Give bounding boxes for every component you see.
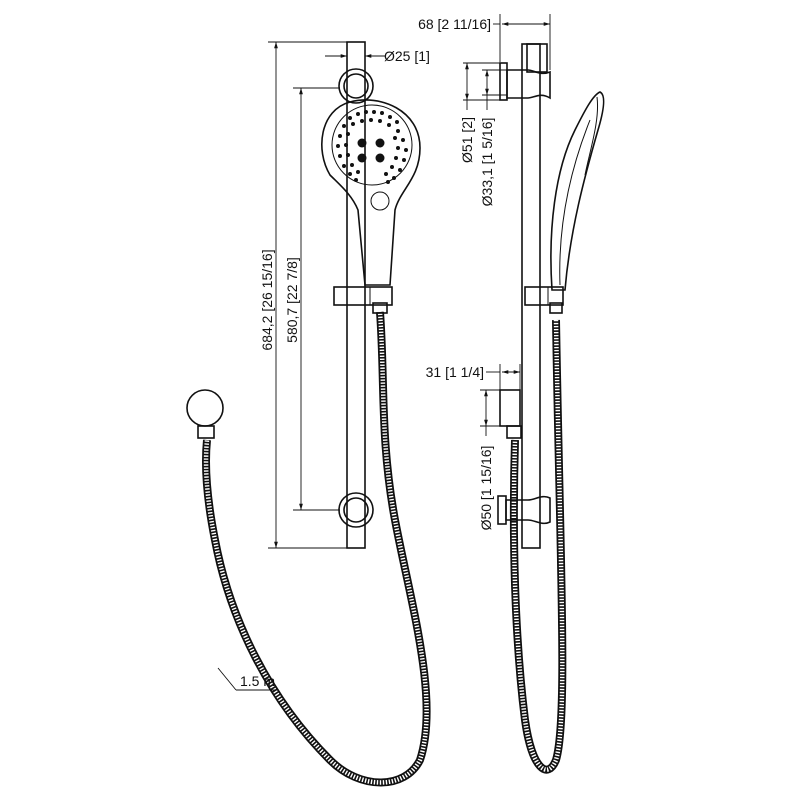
handshower-side <box>550 91 605 291</box>
bracket-spacing-label: 580,7 [22 7/8] <box>284 257 300 343</box>
bracket-diameter-label: Ø51 [2] <box>459 117 475 163</box>
bottom-bracket-front <box>338 492 374 528</box>
wall-outlet-side <box>499 389 522 439</box>
bottom-bracket-side <box>497 495 551 525</box>
wall-outlet-front <box>186 389 224 439</box>
side-view: 68 [2 11/16] Ø51 [2] Ø33,1 [1 5/16] 31 [… <box>418 14 605 774</box>
dimensions-side <box>463 14 551 436</box>
hose-length-label: 1.5 m <box>240 673 275 689</box>
outlet-projection-label: 31 [1 1/4] <box>426 364 484 380</box>
slider-side <box>524 286 564 314</box>
overall-height-label: 684,2 [26 15/16] <box>259 249 275 350</box>
top-bracket-front <box>338 68 374 104</box>
hose-front <box>201 311 431 787</box>
projection-label: 68 [2 11/16] <box>418 16 491 32</box>
dimensions-front <box>217 41 385 691</box>
bracket-inner-diameter-label: Ø33,1 [1 5/16] <box>479 118 495 207</box>
rail-diameter-label: Ø25 [1] <box>384 48 430 64</box>
handshower-front <box>321 99 421 286</box>
top-bracket-side <box>499 43 551 101</box>
hose-side <box>509 319 567 774</box>
slider-front <box>333 286 393 314</box>
front-view: Ø25 [1] 684,2 [26 15/16] 580,7 [22 7/8] … <box>186 41 431 787</box>
outlet-diameter-label: Ø50 [1 15/16] <box>478 446 494 531</box>
spray-nozzles <box>336 110 408 184</box>
